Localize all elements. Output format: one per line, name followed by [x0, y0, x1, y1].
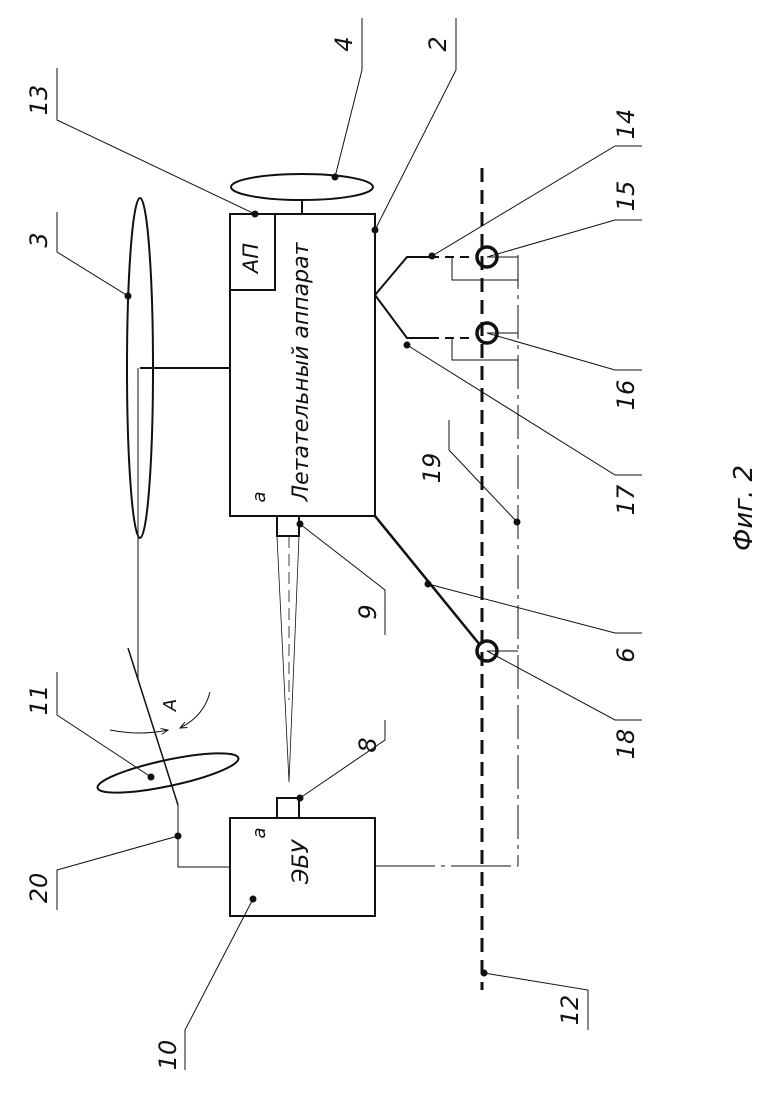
angle-label: A [160, 699, 181, 712]
callout-3: 3 [25, 232, 53, 247]
landing-gear [375, 257, 518, 360]
callout-19: 19 [418, 453, 446, 484]
callout-13: 13 [25, 85, 53, 116]
callout-4: 4 [330, 36, 358, 51]
callout-15: 15 [612, 181, 640, 212]
callout-11: 11 [25, 685, 53, 716]
callout-8: 8 [354, 737, 382, 752]
aircraft-terminal-a: a [249, 491, 270, 502]
aircraft-body: АП Летательный аппарат a [230, 214, 375, 516]
callout-18: 18 [612, 729, 640, 760]
callout-20: 20 [25, 873, 53, 904]
leader-dots [125, 174, 521, 977]
tether-6 [375, 516, 480, 645]
callout-16: 16 [612, 380, 640, 411]
figure-caption: Фиг. 2 [729, 465, 759, 551]
leader-lines [57, 18, 642, 1070]
aircraft-label: Летательный аппарат [289, 241, 314, 502]
callout-14: 14 [612, 109, 640, 140]
control-11: A [95, 648, 241, 867]
callout-17: 17 [612, 484, 640, 515]
autopilot-label: АП [239, 243, 263, 275]
tail-rotor [231, 174, 373, 214]
sensor-9 [277, 516, 299, 782]
main-rotor [127, 198, 230, 680]
callout-10: 10 [154, 1040, 182, 1071]
ebu-terminal-a: a [249, 827, 270, 838]
callout-12: 12 [556, 995, 584, 1026]
bus-line [375, 255, 518, 866]
ebu-label: ЭБУ [289, 838, 314, 884]
callout-2: 2 [424, 36, 452, 51]
sensor-8 [277, 798, 299, 818]
callout-9: 9 [354, 604, 382, 619]
callout-6: 6 [612, 647, 640, 662]
